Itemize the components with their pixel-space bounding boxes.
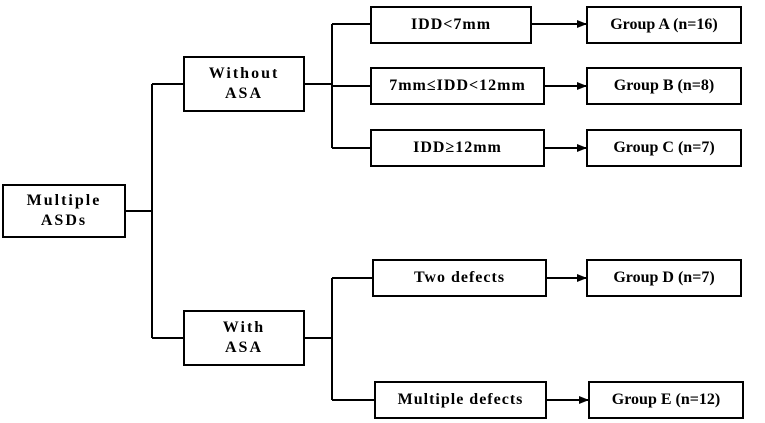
idd-ge-12-box: IDD≥12mm (370, 129, 545, 167)
without-asa-line2: ASA (224, 85, 263, 102)
idd-7-12-box: 7mm≤IDD<12mm (370, 67, 545, 105)
with-asa-line1: With (222, 319, 266, 336)
group-c-box: Group C (n=7) (586, 129, 742, 167)
without-asa-line1: Without (208, 65, 280, 82)
group-a-box: Group A (n=16) (586, 6, 742, 44)
without-asa-box: Without ASA (183, 56, 305, 112)
two-defects-box: Two defects (372, 259, 547, 297)
multiple-asds-line1: Multiple (26, 192, 102, 209)
group-b-box: Group B (n=8) (586, 67, 742, 105)
group-e-box: Group E (n=12) (588, 381, 744, 419)
multiple-asds-line2: ASDs (40, 212, 88, 229)
idd-lt-7-box: IDD<7mm (370, 6, 532, 44)
multiple-asds-box: Multiple ASDs (2, 184, 126, 238)
with-asa-box: With ASA (183, 310, 305, 366)
multiple-defects-box: Multiple defects (374, 381, 547, 419)
with-asa-line2: ASA (224, 339, 263, 356)
group-d-box: Group D (n=7) (586, 259, 742, 297)
